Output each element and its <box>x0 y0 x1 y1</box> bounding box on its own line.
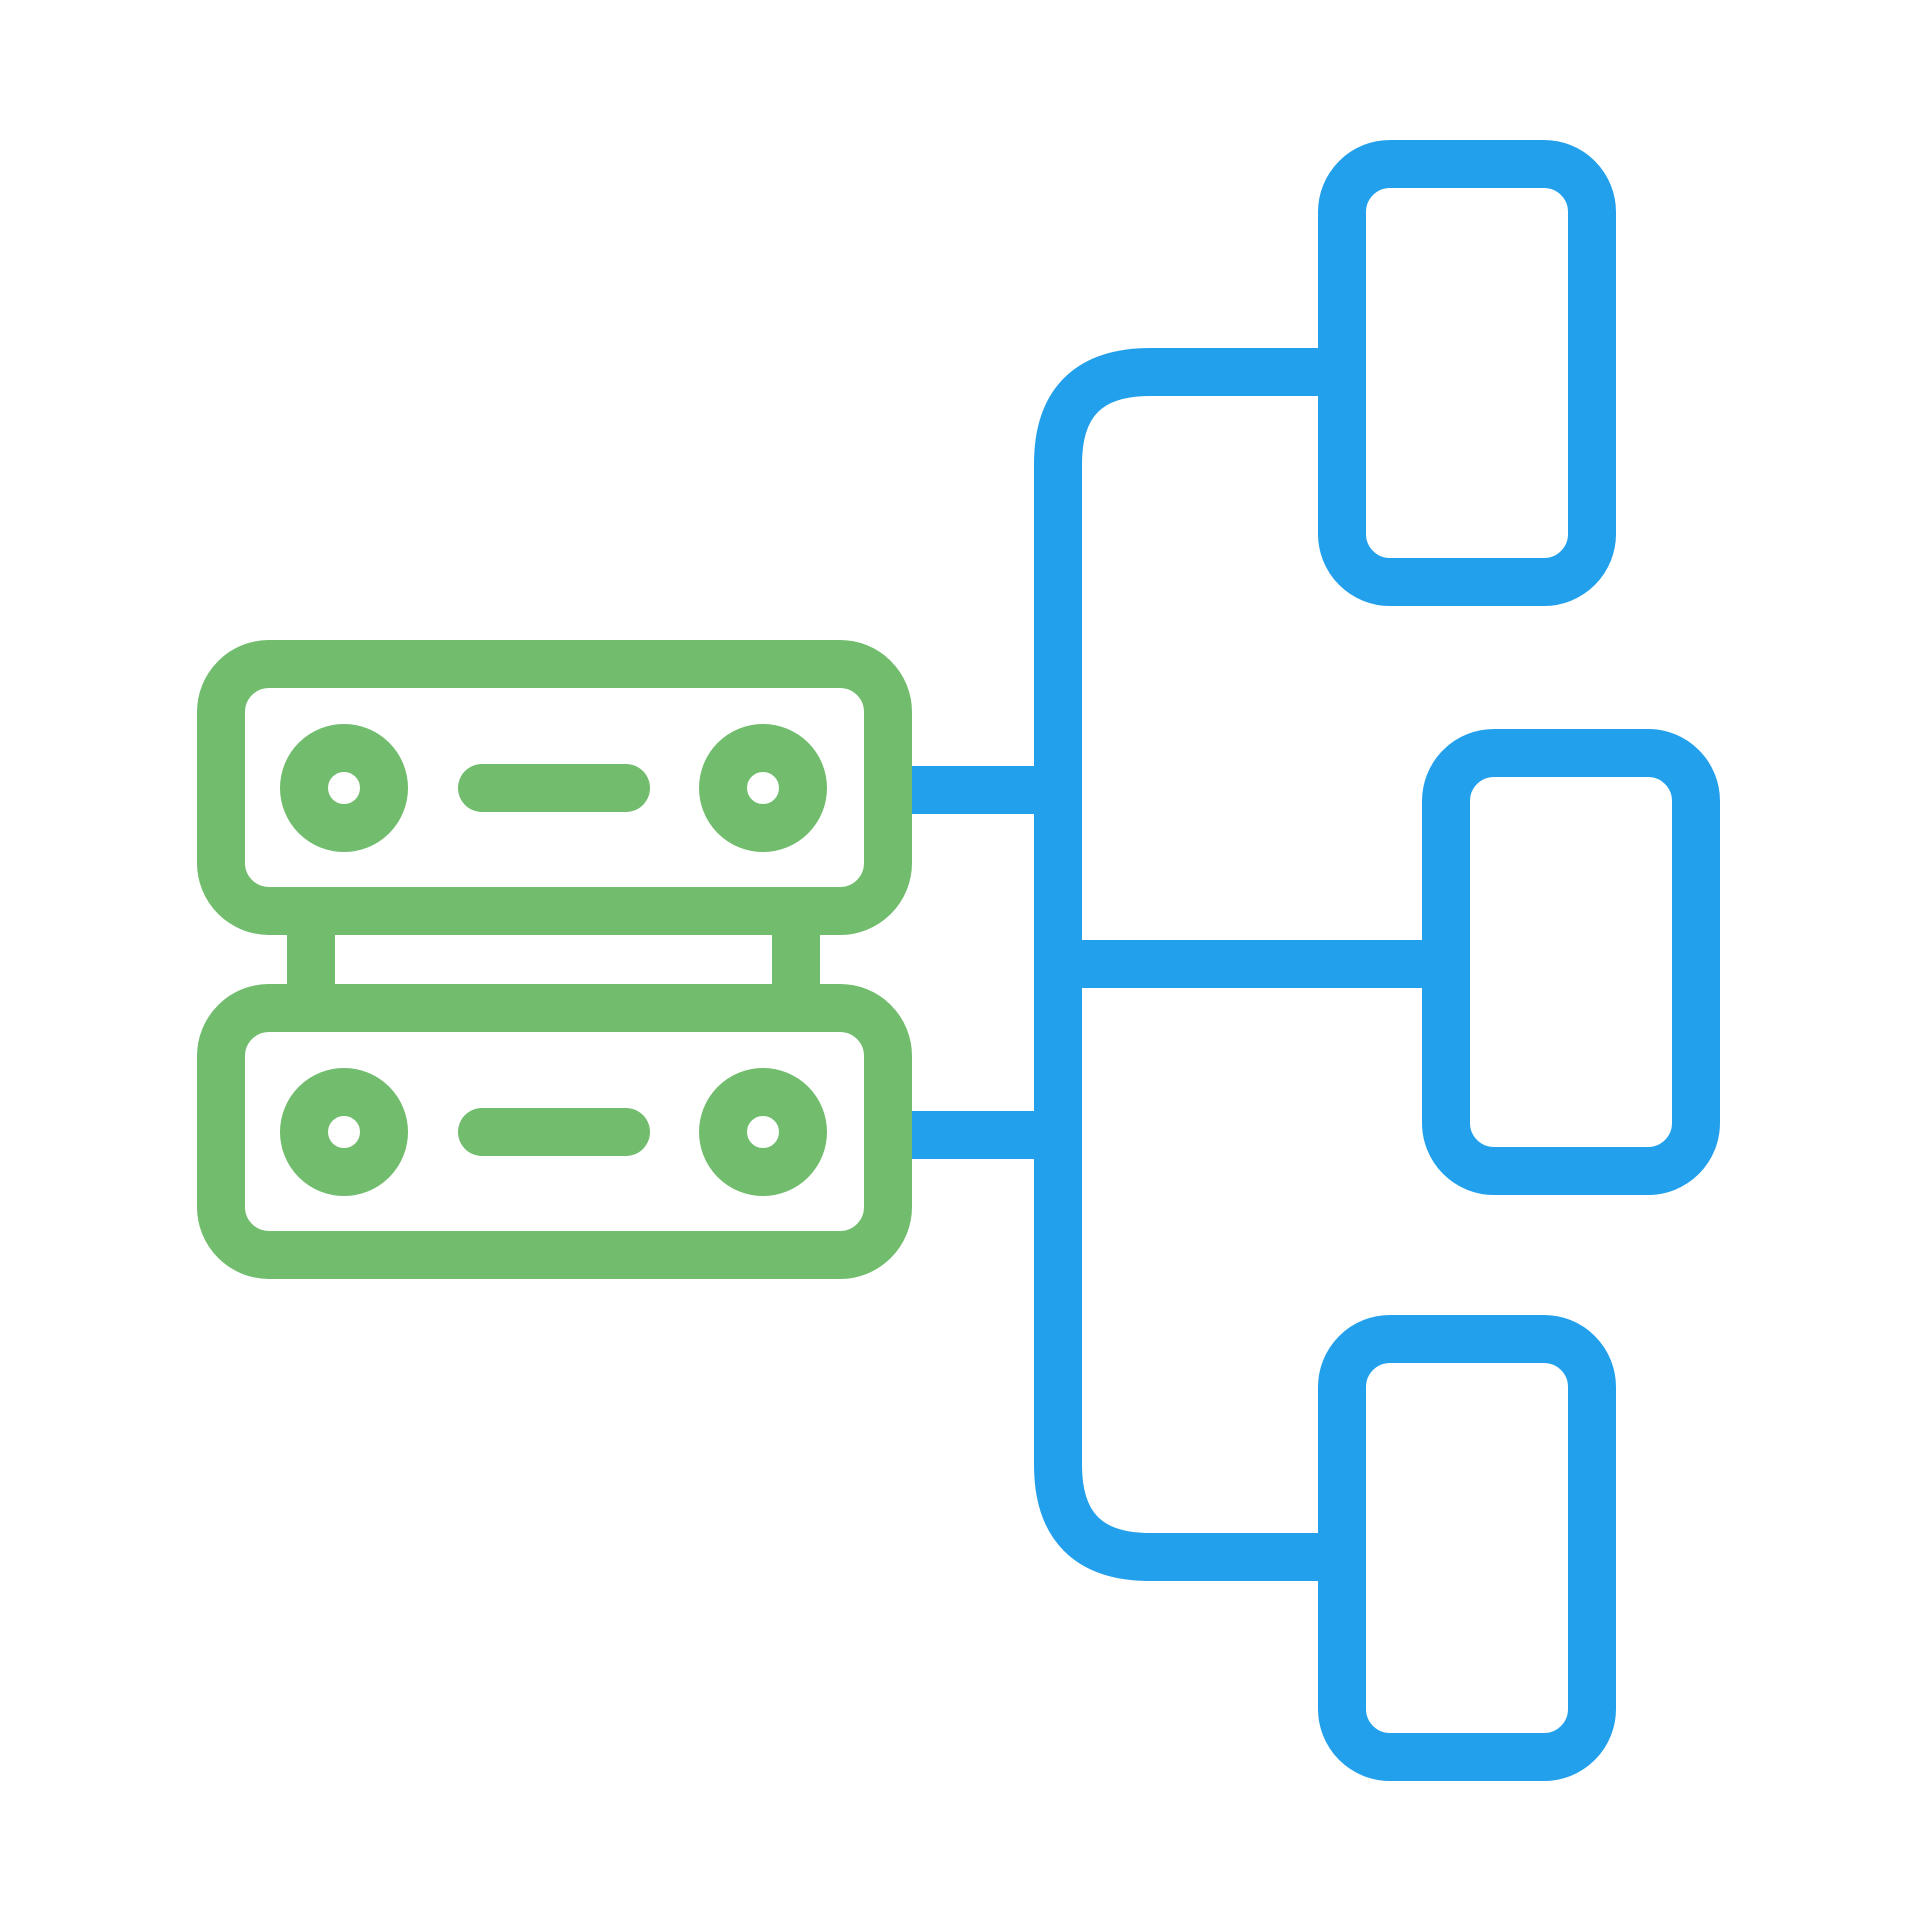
network-tree <box>893 140 1720 1781</box>
network-node-bottom <box>1318 1315 1616 1781</box>
server-unit-2 <box>197 984 912 1279</box>
server-unit-1 <box>197 640 912 935</box>
server-1-led-right <box>699 724 827 852</box>
network-node-middle <box>1422 729 1720 1195</box>
server-1-led-left <box>280 724 408 852</box>
server-stack <box>197 640 912 1279</box>
server-2-led-right <box>699 1068 827 1196</box>
network-node-top <box>1318 140 1616 606</box>
server-2-led-left <box>280 1068 408 1196</box>
